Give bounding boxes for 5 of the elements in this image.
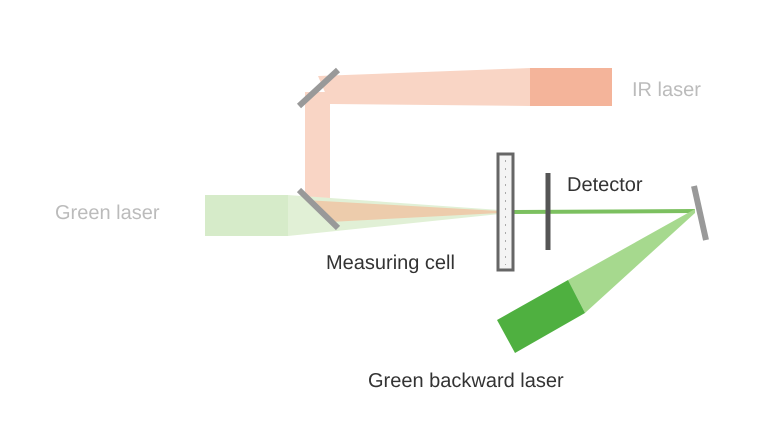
part-label: Measuring cell [326,253,455,273]
part-label: Detector [567,175,643,195]
part-label: IR laser [632,80,701,100]
part-label: Green laser [55,203,160,223]
part-label: Green backward laser [368,371,564,391]
